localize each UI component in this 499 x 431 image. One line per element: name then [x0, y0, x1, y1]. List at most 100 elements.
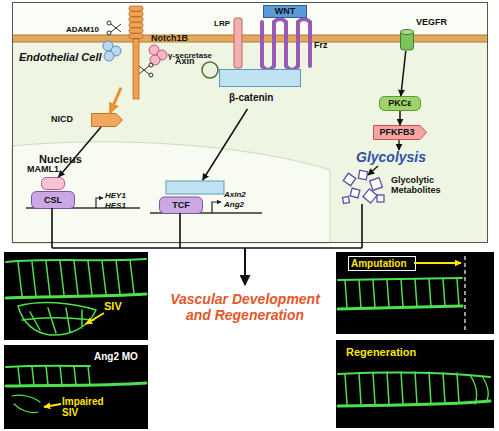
coactivator-box: MAML1: [41, 177, 65, 190]
kinase-box: PKCε: [379, 96, 421, 111]
vessel-image: [338, 372, 490, 406]
extracellular-space: [12, 2, 488, 35]
flow-arrow: [398, 140, 399, 150]
cell-membrane: [12, 35, 488, 42]
node-text: NICD: [51, 114, 89, 124]
annotation-label: HEY1: [105, 192, 135, 201]
cell-interior: [12, 2, 488, 243]
membrane-edge: [12, 42, 488, 43]
coactivator-box-outline: [41, 177, 65, 190]
regenerated-vessels: [470, 375, 488, 404]
siv-basket: [18, 303, 96, 336]
vessel-image: [338, 278, 462, 309]
cell-panel: Endothelial CellNucleus Notch1B WNT Axin β-c…: [12, 2, 488, 243]
signal-arrow: [59, 127, 102, 177]
node-text: TCF: [159, 197, 203, 214]
rounded-rect: [42, 178, 65, 190]
node-text: VEGFR: [416, 17, 466, 27]
transcription-arrow: [96, 198, 103, 208]
annotation-label: Glycolysis: [356, 150, 446, 166]
pointer-arrow: [44, 404, 61, 407]
arrow-shape: [92, 114, 123, 127]
dorsal-vessel: [338, 373, 490, 377]
egf-repeat: [129, 12, 143, 17]
amputation-plane: [464, 256, 465, 331]
lrp-receptor: [234, 18, 242, 68]
dorsal-vessel: [338, 278, 462, 280]
node-text: Nucleus: [39, 153, 109, 165]
rounded-rect: [380, 97, 421, 111]
protein-box: β-catenin: [219, 69, 301, 109]
signal-arrow: [110, 88, 121, 113]
receptor-node-outline: [121, 5, 151, 101]
receptor-node: VEGFR: [400, 29, 414, 51]
receptor-stalk: [133, 39, 139, 99]
annotation-label: Vascular Development and Regeneration: [158, 292, 332, 323]
node-text: β-catenin: [229, 92, 299, 103]
annotation-label: LRP: [214, 20, 236, 29]
egf-repeat: [129, 23, 143, 28]
node-text: Notch1B: [151, 33, 201, 43]
signal-arrow: [203, 109, 248, 180]
rounded-rect: [160, 197, 203, 214]
node-text: PKCε: [379, 96, 421, 111]
gamma-secretase-protein: [149, 45, 167, 65]
signal-arrow: [401, 51, 406, 96]
membrane-edge: [12, 35, 488, 36]
axial-vessel: [6, 294, 146, 298]
scissors-handle: [107, 31, 111, 35]
annotation-label: HES1: [105, 202, 135, 211]
node-text: MAML1: [27, 164, 77, 174]
intersegmental-vessels: [345, 279, 459, 308]
adam10-protein: [103, 41, 121, 61]
receptor-node-outline: [400, 29, 414, 51]
impaired-siv: [12, 395, 40, 412]
scissors-blade: [139, 66, 149, 74]
adam10-subunit: [104, 51, 114, 61]
receptor-top: [401, 30, 414, 35]
scissors-handle: [149, 63, 153, 67]
node-text: Axin: [175, 56, 205, 66]
axial-vessel: [338, 306, 462, 309]
annotation-label: Frz: [314, 40, 336, 50]
metabolite-cluster-outline: [341, 169, 385, 205]
axial-vessel: [6, 383, 146, 386]
dorsal-vessel: [6, 366, 90, 367]
metabolite-square: [363, 189, 377, 203]
scissors-blade: [139, 66, 149, 74]
transcription-arrow: [212, 202, 221, 213]
ligand-box: WNT: [263, 5, 307, 18]
metabolite-square: [377, 195, 384, 202]
egf-repeat: [129, 6, 143, 11]
egf-repeat: [129, 28, 143, 33]
protein-circle-outline: [201, 61, 219, 79]
micrograph-panel: Ang2 MOImpaired SIV: [4, 345, 148, 429]
intersegmental-vessels: [18, 366, 90, 385]
metabolite-square: [343, 173, 356, 186]
frizzled-receptor: [262, 19, 310, 70]
outcome-arrow: [244, 248, 246, 285]
egf-repeat: [129, 34, 143, 39]
arrow-shape: [374, 126, 427, 140]
enzyme-arrow-box: PFKFB3: [373, 125, 427, 140]
node-text: Amputation: [348, 256, 416, 271]
intersegmental-vessels: [345, 372, 459, 404]
protein-rect: [220, 70, 301, 87]
annotation-label: ADAM10: [66, 26, 106, 35]
ligand-rect: [264, 6, 307, 18]
transcription-factor-outline: [159, 180, 225, 214]
scissors-blade: [111, 24, 121, 32]
axial-vessel: [338, 401, 490, 406]
pointer-arrow: [414, 262, 461, 264]
transcription-factor: CSL: [31, 191, 75, 209]
transcription-factor: TCF: [159, 180, 225, 214]
nucleus-region: [12, 142, 330, 243]
protein-disc: [202, 62, 218, 78]
node-text: Endothelial Cell: [19, 51, 129, 63]
merge-lines: [52, 204, 362, 248]
nuclear-beta-catenin: [166, 181, 224, 194]
intersegmental-vessels: [18, 260, 134, 296]
flow-arrow: [368, 166, 378, 175]
